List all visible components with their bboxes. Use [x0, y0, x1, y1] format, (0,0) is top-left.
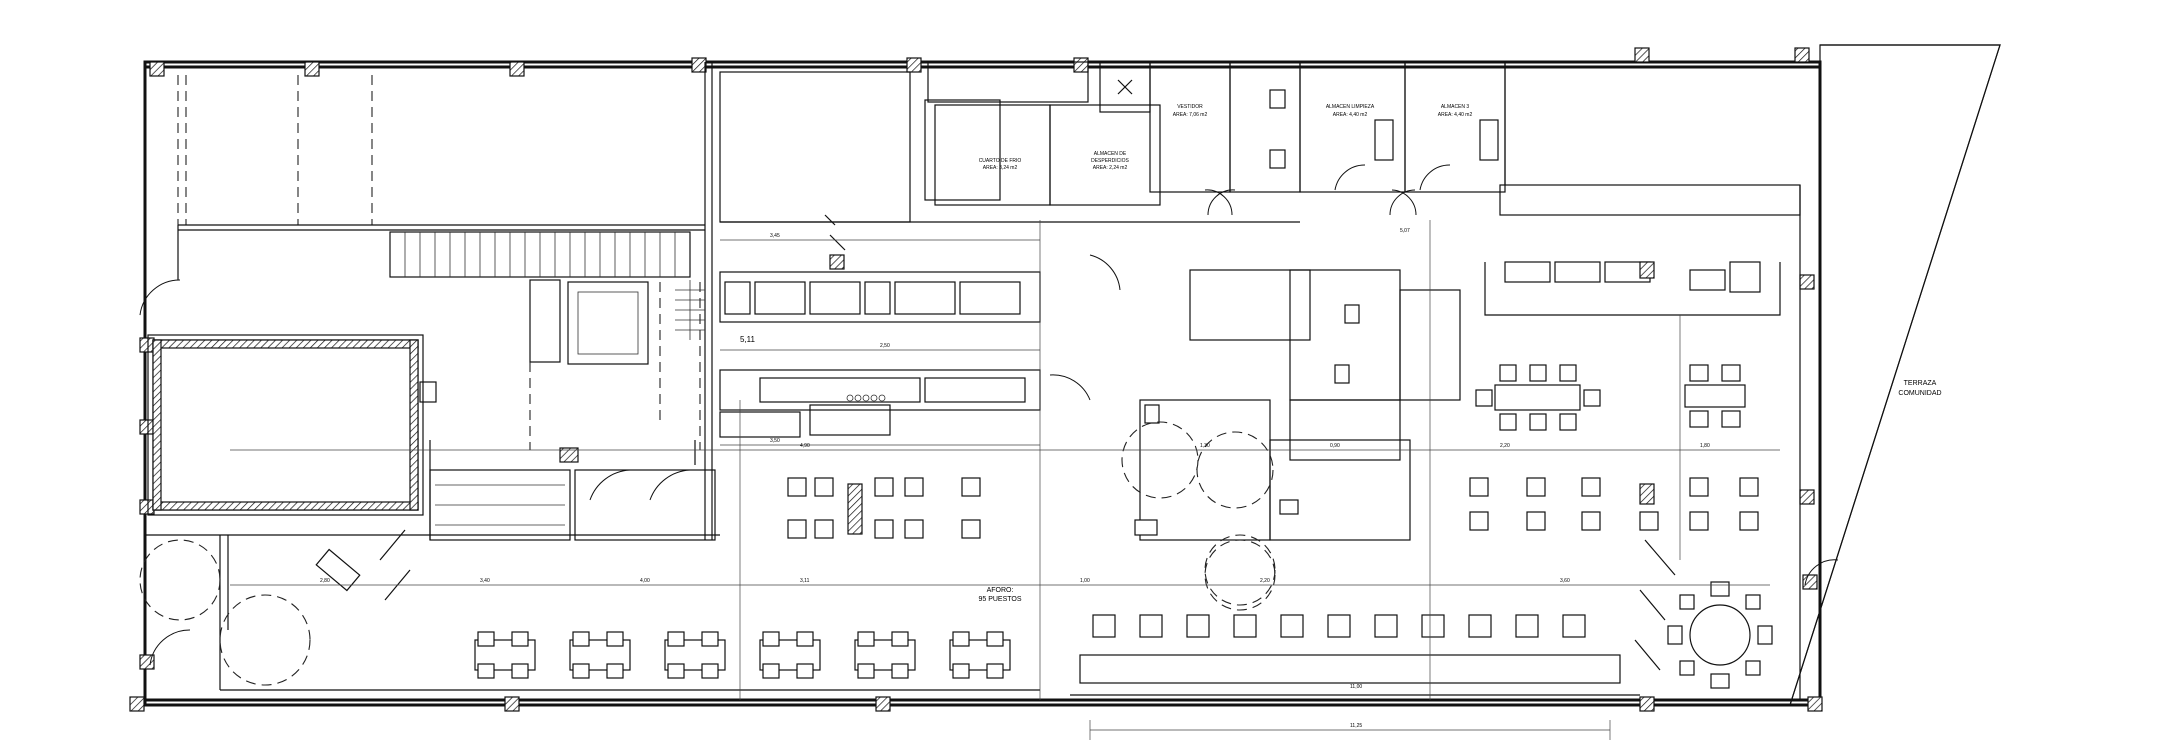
dim-label: 2,80: [320, 578, 330, 584]
column: [1634, 47, 1650, 63]
dim-label: 11,00: [1350, 684, 1362, 690]
waste-storage-label: ALMACEN DE: [1094, 151, 1127, 157]
column: [1799, 489, 1815, 505]
waste-storage-label-2: DESPERDICIOS: [1091, 158, 1129, 164]
dim-label: 3,40: [480, 578, 490, 584]
column: [149, 61, 165, 77]
round-table: [1667, 581, 1773, 689]
capacity-label: AFORO:: [987, 587, 1014, 594]
dim-label: 3,11: [800, 578, 810, 584]
stair-mark: 5,11: [740, 335, 756, 344]
column: [906, 57, 922, 73]
left-lower-zone: [139, 529, 1839, 690]
cold-room-area: AREA: 3,24 m2: [983, 165, 1018, 171]
cold-room: [934, 104, 1051, 206]
column: [1073, 57, 1089, 73]
storage-3-area: AREA: 4,40 m2: [1438, 112, 1473, 118]
dim-label: 3,60: [1560, 578, 1570, 584]
dim-label: 1,00: [1080, 578, 1090, 584]
storage-3-label: ALMACEN 3: [1441, 104, 1470, 110]
dim-label: 1,30: [1200, 443, 1210, 449]
dressing-room-label: VESTIDOR: [1177, 104, 1203, 110]
bar-counter: [1484, 184, 1801, 700]
table-row-left: [787, 477, 981, 539]
column: [1799, 274, 1815, 290]
dim-label: 5,07: [1400, 228, 1410, 234]
kitchen-area: CUARTO DE FRIO AREA: 3,24 m2 ALMACEN DE …: [719, 61, 1300, 446]
dressing-room-area: AREA: 7,06 m2: [1173, 112, 1208, 118]
column: [691, 57, 707, 73]
cold-room-label: CUARTO DE FRIO: [979, 158, 1022, 164]
column: [1639, 696, 1655, 712]
column: [129, 696, 145, 712]
dim-label: 3,45: [770, 233, 780, 239]
left-upper-zone: [139, 62, 716, 541]
capacity-value: 95 PUESTOS: [978, 596, 1021, 603]
structural-columns: [129, 47, 1823, 712]
elevator: [567, 281, 649, 365]
dim-label: 2,20: [1500, 443, 1510, 449]
dim-label: 0,90: [1330, 443, 1340, 449]
table-8-seat: [1475, 364, 1601, 431]
terrace-label-2: COMUNIDAD: [1898, 390, 1941, 397]
waste-storage-area: AREA: 2,24 m2: [1093, 165, 1128, 171]
column: [304, 61, 320, 77]
column: [504, 696, 520, 712]
column: [139, 337, 155, 353]
dim-label: 4,00: [640, 578, 650, 584]
dim-label: 1,80: [1700, 443, 1710, 449]
terrace-label: TERRAZA: [1904, 380, 1937, 387]
column: [875, 696, 891, 712]
dimension-lines: 2,80 3,40 4,00 3,11 1,00 2,20 3,60 11,25…: [230, 220, 1780, 740]
table-4-seat: [1684, 364, 1746, 428]
void-area: [147, 334, 424, 516]
column: [1802, 574, 1818, 590]
column: [139, 419, 155, 435]
column: [139, 499, 155, 515]
column: [1794, 47, 1810, 63]
dim-label: 11,25: [1350, 723, 1362, 729]
cleaning-storage-label: ALMACEN LIMPIEZA: [1326, 104, 1375, 110]
table-row-bottom-left: [474, 631, 1011, 679]
column: [139, 654, 155, 670]
column: [559, 447, 579, 463]
bar-stools: [1079, 614, 1621, 684]
table-row-right: [1469, 477, 1759, 531]
cleaning-storage-area: AREA: 4,40 m2: [1333, 112, 1368, 118]
dim-label: 2,20: [1260, 578, 1270, 584]
stairs: [404, 232, 705, 340]
restrooms: VESTIDOR AREA: 7,06 m2 ALMACEN LIMPIEZA …: [1121, 61, 1506, 606]
dim-label: 4,90: [800, 443, 810, 449]
dining-tables: [315, 364, 1773, 689]
dim-label: 3,50: [770, 438, 780, 444]
dim-label: 2,50: [880, 343, 890, 349]
column: [509, 61, 525, 77]
column: [1807, 696, 1823, 712]
